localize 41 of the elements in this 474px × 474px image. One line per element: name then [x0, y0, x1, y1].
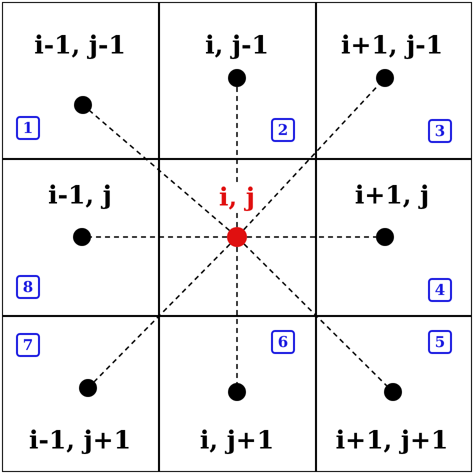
grid-cell: [159, 316, 316, 472]
center-point: [227, 227, 247, 247]
grid-point: [74, 96, 92, 114]
coordinate-label: i+1, j: [354, 181, 430, 209]
region-number: 1: [16, 116, 40, 140]
grid-cell: [159, 2, 316, 159]
grid-point: [376, 228, 394, 246]
dashed-line: [247, 236, 376, 238]
coordinate-label: i+1, j+1: [334, 426, 450, 454]
coordinate-label: i-1, j: [47, 181, 113, 209]
grid-point: [228, 383, 246, 401]
region-number: 8: [16, 275, 40, 299]
dashed-line: [94, 244, 230, 382]
coordinate-label: i, j+1: [198, 426, 276, 454]
region-number: 6: [271, 330, 295, 354]
region-number: 4: [428, 278, 452, 302]
grid-cell: [316, 316, 472, 472]
grid-cell: [2, 316, 159, 472]
grid-point: [79, 379, 97, 397]
grid-point: [73, 228, 91, 246]
grid-point: [384, 383, 402, 401]
grid-point: [376, 69, 394, 87]
coordinate-label: i+1, j-1: [340, 31, 444, 59]
dashed-line: [236, 247, 238, 383]
dashed-line: [89, 110, 230, 232]
coordinate-label: i, j-1: [204, 31, 270, 59]
coordinate-label: i-1, j+1: [28, 426, 132, 454]
region-number: 3: [428, 119, 452, 143]
dashed-line: [236, 87, 238, 227]
dashed-line: [91, 236, 227, 238]
grid-point: [228, 69, 246, 87]
coordinate-label: i-1, j-1: [33, 31, 127, 59]
grid-cell: [316, 159, 472, 316]
region-number: 5: [428, 330, 452, 354]
grid-cell: [2, 2, 159, 159]
region-number: 2: [271, 118, 295, 142]
grid-cell: [159, 159, 316, 316]
grid-cell: [316, 2, 472, 159]
grid-cell: [2, 159, 159, 316]
region-number: 7: [16, 333, 40, 357]
dashed-line: [244, 244, 388, 386]
